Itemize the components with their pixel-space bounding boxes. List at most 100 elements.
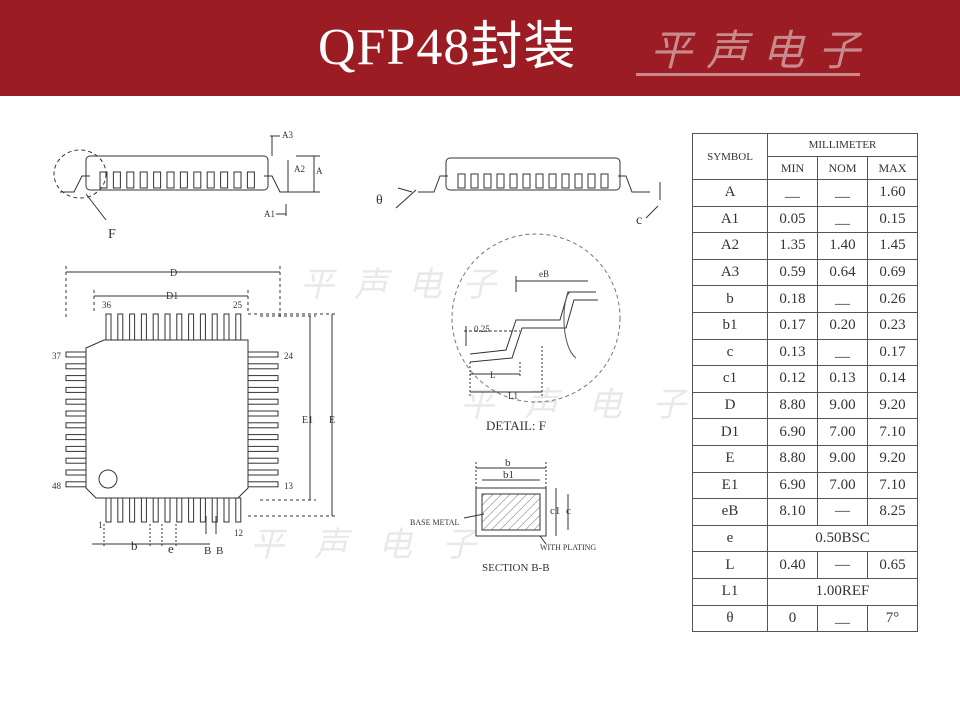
pin-right [247,434,279,441]
section-caption: SECTION B-B [482,562,550,574]
pin-top [129,313,136,341]
cell-max: 7.10 [867,418,918,446]
label-d1: D1 [166,291,178,302]
label-pin1: 1 [98,520,103,530]
cell-symbol: A [692,179,768,207]
pin-top [105,313,112,341]
side-lead [179,171,188,189]
side-view-right [395,157,661,219]
side-view-left [53,135,320,221]
cell-nom: 7.00 [817,418,868,446]
pin-left [65,398,87,405]
pin-left [65,363,87,370]
pin-top [199,313,206,341]
base-metal [481,493,541,531]
side-lead [483,173,492,189]
lead-left [60,175,90,193]
th-nom: NOM [817,156,868,180]
pin-top [117,313,124,341]
pin-left [65,445,87,452]
cell-symbol: D [692,391,768,420]
cell-min: 8.10 [767,498,818,526]
cell-symbol: b [692,285,768,313]
pin-top [211,313,218,341]
pins-right-column [247,351,279,488]
th-max: MAX [867,156,918,180]
label-sec-b: b [505,457,511,469]
cell-symbol: E [692,444,768,473]
label-pin12: 12 [234,528,243,538]
label-sec-b1: b1 [503,469,514,481]
side-lead [139,171,148,189]
cell-max: 0.14 [867,365,918,393]
cell-symbol: b1 [692,311,768,340]
pin-left [65,386,87,393]
side-lead [457,173,466,189]
pin-top [176,313,183,341]
cell-max: 7° [867,604,918,633]
cell-nom: 0.20 [817,311,868,340]
cell-min: 8.80 [767,391,818,420]
lead-profile-upper [469,291,596,355]
cell-max: 9.20 [867,444,918,473]
pin-bottom [117,497,124,523]
side-lead [522,173,531,189]
label-b: b [131,538,138,553]
label-pin48: 48 [52,481,62,491]
cell-symbol: A2 [692,232,768,260]
pins-bottom-row [105,497,242,523]
pin-right [247,457,279,464]
side-lead [548,173,557,189]
pin-right [247,422,279,429]
label-e-pitch: e [168,541,174,556]
cell-nom: __ [817,338,868,367]
cell-nom: 0.13 [817,365,868,393]
lead-right [264,175,296,193]
cell-symbol: D1 [692,418,768,446]
cell-symbol: A1 [692,205,768,234]
side-leads [99,171,255,189]
cell-min: 8.80 [767,444,818,473]
pin-right [247,351,279,358]
pin-left [65,375,87,382]
cell-nom: — [817,551,868,579]
lead-profile-lower [469,299,598,363]
th-unit: MILLIMETER [767,133,918,157]
detail-circle [451,233,621,403]
label-d: D [170,268,177,279]
page-title: QFP48封装 [318,19,577,76]
pin-bottom [105,497,112,523]
side-lead [600,173,609,189]
pin-bottom [199,497,206,523]
pin-bottom [176,497,183,523]
cell-nom: 1.40 [817,232,868,260]
cell-value: 0.50BSC [767,524,918,553]
side-lead [206,171,215,189]
cell-min: 6.90 [767,471,818,500]
cell-min: 6.90 [767,418,818,446]
pin-top [188,313,195,341]
cell-symbol: c1 [692,365,768,393]
pin-top [140,313,147,341]
side-lead [246,171,255,189]
cell-nom: 9.00 [817,444,868,473]
label-pin25: 25 [233,300,243,310]
pin-bottom [152,497,159,523]
pin-right [247,375,279,382]
th-symbol: SYMBOL [692,133,768,180]
title-banner: QFP48封装 平声电子 [0,0,960,96]
side-lead [496,173,505,189]
label-a: A [316,166,323,176]
label-theta: θ [376,193,383,208]
drawing-watermark-3: 平声电子 [250,525,506,565]
label-pin24: 24 [284,351,294,361]
label-a3: A3 [282,130,293,140]
side-lead [233,171,242,189]
pin-top [223,313,230,341]
label-c-side: c [636,213,642,228]
